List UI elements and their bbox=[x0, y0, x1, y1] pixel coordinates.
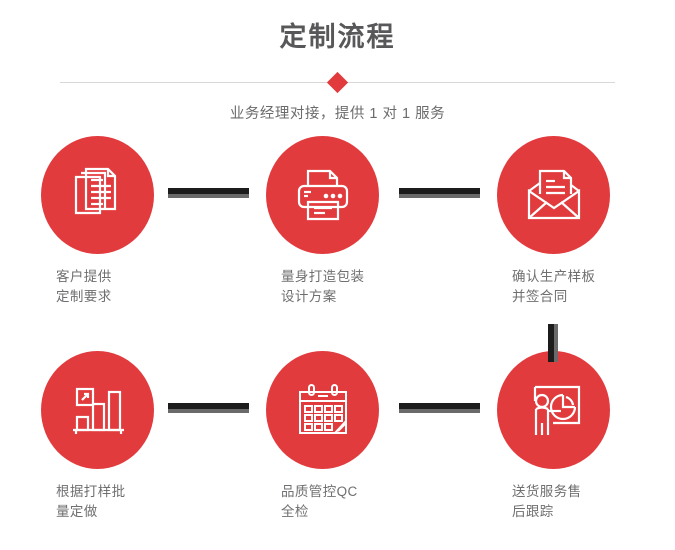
connector-step4-step5 bbox=[168, 403, 249, 413]
flow-step-2[interactable]: 量身打造包装 设计方案 bbox=[253, 136, 433, 307]
flow-step-6-caption-line1: 送货服务售 bbox=[512, 484, 582, 499]
flow-step-2-bubble[interactable] bbox=[266, 136, 379, 254]
documents-stack-icon bbox=[67, 164, 129, 226]
connector-step1-step2 bbox=[168, 188, 249, 198]
flow-step-6-caption: 送货服务售 后跟踪 bbox=[512, 482, 664, 522]
flow-step-5-caption-line1: 品质管控QC bbox=[281, 484, 358, 499]
connector-shadow bbox=[168, 194, 249, 198]
flow-step-4-caption-line1: 根据打样批 bbox=[56, 484, 126, 499]
flow-step-6-bubble[interactable] bbox=[497, 351, 610, 469]
connector-shadow bbox=[399, 194, 480, 198]
page-title: 定制流程 bbox=[279, 22, 396, 52]
flow-step-2-caption-line2: 设计方案 bbox=[281, 289, 337, 304]
diamond-icon bbox=[326, 71, 349, 93]
flow-step-5-bubble[interactable] bbox=[266, 351, 379, 469]
flow-step-3-caption-line2: 并签合同 bbox=[512, 289, 568, 304]
connector-shadow bbox=[168, 409, 249, 413]
connector-bar bbox=[168, 403, 249, 409]
flow-step-5-caption: 品质管控QC 全检 bbox=[281, 482, 433, 522]
flow-step-2-caption: 量身打造包装 设计方案 bbox=[281, 267, 433, 307]
flow-step-3-bubble[interactable] bbox=[497, 136, 610, 254]
connector-step2-step3 bbox=[399, 188, 480, 198]
flow-step-1[interactable]: 客户提供 定制要求 bbox=[28, 136, 208, 307]
flow-step-5[interactable]: 品质管控QC 全检 bbox=[253, 351, 433, 522]
connector-bar bbox=[399, 403, 480, 409]
flow-step-6[interactable]: 送货服务售 后跟踪 bbox=[484, 351, 664, 522]
page-header: 定制流程 业务经理对接，提供 1 对 1 服务 bbox=[0, 0, 675, 124]
connector-shadow bbox=[554, 324, 558, 362]
connector-bar bbox=[399, 188, 480, 194]
flow-step-3-caption-line1: 确认生产样板 bbox=[512, 269, 596, 284]
connector-step5-step6 bbox=[399, 403, 480, 413]
flow-step-4-bubble[interactable] bbox=[41, 351, 154, 469]
flow-step-1-caption-line1: 客户提供 bbox=[56, 269, 112, 284]
page-subtitle: 业务经理对接，提供 1 对 1 服务 bbox=[229, 106, 446, 122]
connector-step3-step6 bbox=[548, 324, 558, 362]
flow-step-3-caption: 确认生产样板 并签合同 bbox=[512, 267, 664, 307]
presenter-pie-chart-icon bbox=[523, 379, 585, 441]
flow-step-1-bubble[interactable] bbox=[41, 136, 154, 254]
envelope-document-icon bbox=[523, 164, 585, 226]
bar-chart-growth-icon bbox=[67, 379, 129, 441]
connector-bar bbox=[548, 324, 554, 362]
connector-bar bbox=[168, 188, 249, 194]
connector-shadow bbox=[399, 409, 480, 413]
calendar-icon bbox=[292, 379, 354, 441]
flow-step-4[interactable]: 根据打样批 量定做 bbox=[28, 351, 208, 522]
process-flow-diagram: 客户提供 定制要求 bbox=[0, 130, 675, 530]
flow-step-5-caption-line2: 全检 bbox=[281, 504, 309, 519]
printer-icon bbox=[292, 164, 354, 226]
flow-step-6-caption-line2: 后跟踪 bbox=[512, 504, 554, 519]
flow-step-4-caption-line2: 量定做 bbox=[56, 504, 98, 519]
flow-step-1-caption-line2: 定制要求 bbox=[56, 289, 112, 304]
flow-step-4-caption: 根据打样批 量定做 bbox=[56, 482, 208, 522]
flow-step-2-caption-line1: 量身打造包装 bbox=[281, 269, 365, 284]
flow-step-1-caption: 客户提供 定制要求 bbox=[56, 267, 208, 307]
title-divider bbox=[60, 71, 615, 93]
flow-step-3[interactable]: 确认生产样板 并签合同 bbox=[484, 136, 664, 307]
